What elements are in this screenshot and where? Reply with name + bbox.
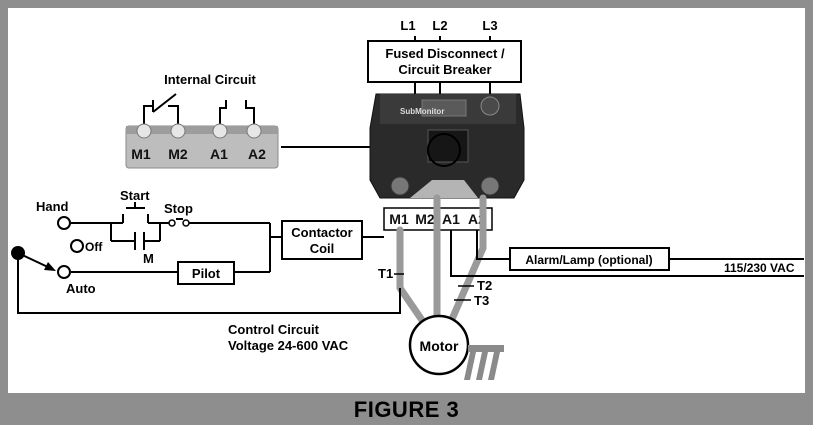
submonitor-device: SubMonitor: [369, 93, 525, 199]
motor-lead-t1: T1: [378, 266, 393, 281]
internal-circuit-title: Internal Circuit: [164, 72, 256, 87]
alarm-lamp-label: Alarm/Lamp (optional): [525, 253, 652, 267]
motor-lead-t3: T3: [474, 293, 489, 308]
internal-terminal-m2: M2: [168, 146, 188, 162]
pilot-label: Pilot: [192, 266, 221, 281]
selector-switch[interactable]: [11, 216, 84, 279]
stop-label: Stop: [164, 201, 193, 216]
motor-label: Motor: [420, 338, 459, 354]
aux-contact-label: M: [143, 251, 154, 266]
line-label-l1: L1: [400, 18, 415, 33]
start-label: Start: [120, 188, 150, 203]
wiring-diagram: L1 L2 L3 Fused Disconnect / Circuit Brea…: [11, 18, 804, 380]
internal-terminal-m1: M1: [131, 146, 151, 162]
contactor-label-line2: Coil: [310, 241, 335, 256]
supply-lines: L1 L2 L3: [400, 18, 498, 42]
auto-position-terminal: [57, 265, 71, 279]
line-label-l3: L3: [482, 18, 497, 33]
control-voltage-line2: Voltage 24-600 VAC: [228, 338, 349, 353]
internal-terminal-strip: M1 M2 A1 A2: [125, 123, 279, 169]
disconnect-label-line2: Circuit Breaker: [398, 62, 491, 77]
contactor-label-line1: Contactor: [291, 225, 352, 240]
off-label: Off: [85, 240, 103, 254]
hand-label: Hand: [36, 199, 69, 214]
internal-circuit-contacts: [143, 93, 255, 126]
control-wiring: [17, 202, 401, 314]
stop-contact: [168, 218, 190, 227]
device-terminal-a1: A1: [442, 211, 460, 227]
auto-label: Auto: [66, 281, 96, 296]
control-voltage-line1: Control Circuit: [228, 322, 320, 337]
internal-terminal-a1: A1: [210, 146, 228, 162]
hand-position-terminal: [57, 216, 71, 230]
device-brand-logo: SubMonitor: [400, 107, 444, 116]
alarm-supply-label: 115/230 VAC: [724, 261, 795, 275]
motor: Motor: [408, 314, 470, 376]
device-terminal-m2: M2: [415, 211, 435, 227]
contactor-coil-box: Contactor Coil: [281, 220, 363, 260]
device-terminal-m1: M1: [389, 211, 409, 227]
alarm-lamp-box: Alarm/Lamp (optional): [509, 247, 670, 271]
diagram-panel: L1 L2 L3 Fused Disconnect / Circuit Brea…: [8, 8, 805, 393]
off-position-terminal: [70, 239, 84, 253]
disconnect-label-line1: Fused Disconnect /: [385, 46, 505, 61]
selector-arrow-icon: [44, 262, 56, 271]
line-label-l2: L2: [432, 18, 447, 33]
alarm-wiring: [450, 230, 804, 277]
ground-icon: [464, 345, 504, 380]
fused-disconnect-box: Fused Disconnect / Circuit Breaker: [367, 40, 522, 83]
figure-caption: FIGURE 3: [353, 397, 460, 422]
internal-terminal-a2: A2: [248, 146, 266, 162]
pilot-box: Pilot: [177, 261, 235, 285]
disconnect-to-device-wires: [414, 82, 491, 94]
motor-lead-t2: T2: [477, 278, 492, 293]
